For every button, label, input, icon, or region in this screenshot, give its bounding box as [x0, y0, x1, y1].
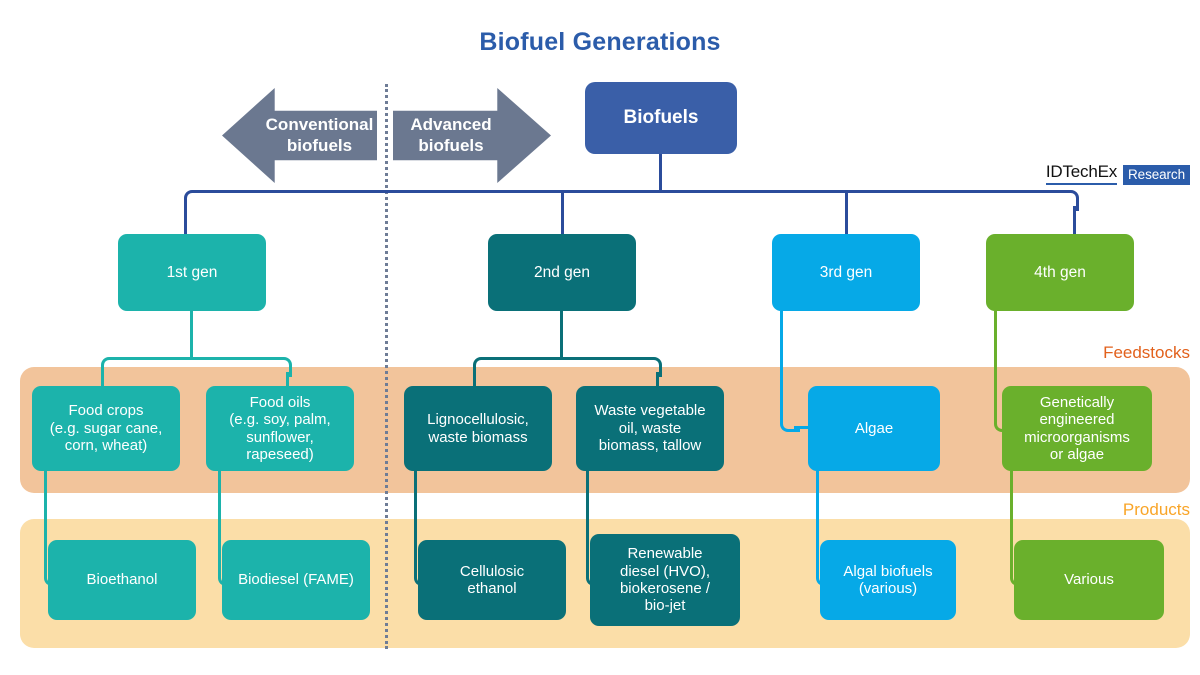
feedstock-node-waste-veg-oil[interactable]: Waste vegetable oil, waste biomass, tall…	[576, 386, 724, 471]
idtechex-research-chip: Research	[1123, 165, 1190, 185]
generation-node-4th[interactable]: 4th gen	[986, 234, 1134, 311]
product-drop-renewable-diesel	[586, 471, 589, 568]
generation-label-1st: 1st gen	[166, 263, 218, 281]
feedstock-label-food-oils: Food oils (e.g. soy, palm, sunflower, ra…	[229, 393, 331, 463]
generation-label-3rd: 3rd gen	[819, 263, 873, 281]
gen3-drop-line	[845, 192, 848, 235]
feedstock-label-food-crops: Food crops (e.g. sugar cane, corn, wheat…	[49, 402, 163, 455]
product-label-various: Various	[1064, 571, 1114, 589]
gen4-drop-line	[1073, 206, 1076, 235]
product-node-bioethanol[interactable]: Bioethanol	[48, 540, 196, 620]
generation-label-4th: 4th gen	[1034, 263, 1086, 281]
conventional-advanced-divider	[385, 84, 388, 649]
gen2-drop-line	[561, 192, 564, 235]
feedstock-node-food-oils[interactable]: Food oils (e.g. soy, palm, sunflower, ra…	[206, 386, 354, 471]
root-stem-line	[659, 154, 662, 192]
conventional-biofuels-arrow: Conventional biofuels	[222, 88, 377, 183]
page-title: Biofuel Generations	[479, 28, 721, 56]
feedstocks-band-label: Feedstocks	[1103, 343, 1190, 362]
idtechex-wordmark: IDTechEx	[1045, 162, 1117, 185]
product-label-bioethanol: Bioethanol	[86, 571, 158, 589]
feedstock-label-lignocellulosic: Lignocellulosic, waste biomass	[427, 411, 529, 446]
gen1-split-stem	[190, 311, 193, 359]
gen4-feedstock-drop	[994, 311, 997, 414]
feedstock-node-gmo[interactable]: Genetically engineered microorganisms or…	[1002, 386, 1152, 471]
product-label-cellulosic-ethanol: Cellulosic ethanol	[459, 562, 525, 597]
gen2-feedstock2-drop	[656, 372, 659, 386]
product-label-algal-biofuels: Algal biofuels (various)	[843, 562, 933, 597]
feedstock-node-algae[interactable]: Algae	[808, 386, 940, 471]
bus-right-elbow	[1058, 190, 1079, 211]
product-label-renewable-diesel: Renewable diesel (HVO), biokerosene / bi…	[619, 545, 711, 615]
gen1-split-right-elbow	[272, 357, 292, 377]
generation-node-1st[interactable]: 1st gen	[118, 234, 266, 311]
idtechex-logo: IDTechEx Research	[1045, 162, 1190, 185]
product-drop-biodiesel	[218, 471, 221, 568]
product-node-renewable-diesel[interactable]: Renewable diesel (HVO), biokerosene / bi…	[590, 534, 740, 626]
product-node-cellulosic-ethanol[interactable]: Cellulosic ethanol	[418, 540, 566, 620]
feedstock-label-algae: Algae	[854, 419, 894, 437]
product-drop-various	[1010, 471, 1013, 568]
advanced-biofuels-label: Advanced biofuels	[410, 115, 492, 155]
gen1-split-left-elbow	[101, 357, 121, 377]
generation-label-2nd: 2nd gen	[533, 263, 591, 281]
biofuels-root-node[interactable]: Biofuels	[585, 82, 737, 154]
gen2-split-stem	[560, 311, 563, 359]
product-drop-cellulosic	[414, 471, 417, 568]
gen1-feedstock1-drop	[101, 372, 104, 386]
products-band-label: Products	[1122, 500, 1190, 519]
gen1-split-bar	[115, 357, 275, 360]
feedstock-node-food-crops[interactable]: Food crops (e.g. sugar cane, corn, wheat…	[32, 386, 180, 471]
feedstock-label-gmo: Genetically engineered microorganisms or…	[1024, 393, 1130, 463]
feedstock-node-lignocellulosic[interactable]: Lignocellulosic, waste biomass	[404, 386, 552, 471]
advanced-biofuels-arrow: Advanced biofuels	[393, 88, 551, 183]
product-node-biodiesel[interactable]: Biodiesel (FAME)	[222, 540, 370, 620]
biofuels-root-label: Biofuels	[623, 106, 699, 128]
gen3-feedstock-elbow	[780, 412, 800, 432]
bus-left-elbow	[184, 190, 205, 211]
product-label-biodiesel: Biodiesel (FAME)	[238, 571, 354, 589]
gen2-split-right-elbow	[642, 357, 662, 377]
gen1-feedstock2-drop	[286, 372, 289, 386]
gen2-split-left-elbow	[473, 357, 493, 377]
generation-node-2nd[interactable]: 2nd gen	[488, 234, 636, 311]
conventional-biofuels-label: Conventional biofuels	[265, 115, 374, 155]
product-drop-bioethanol	[44, 471, 47, 568]
gen2-feedstock1-drop	[473, 372, 476, 386]
gen2-split-bar	[487, 357, 645, 360]
gen1-drop-line	[184, 206, 187, 235]
product-node-algal-biofuels[interactable]: Algal biofuels (various)	[820, 540, 956, 620]
gen3-feedstock-join	[794, 426, 810, 429]
feedstock-label-waste-veg-oil: Waste vegetable oil, waste biomass, tall…	[594, 402, 706, 455]
product-node-various[interactable]: Various	[1014, 540, 1164, 620]
gen3-feedstock-drop	[780, 311, 783, 414]
product-drop-algal	[816, 471, 819, 568]
generation-bus-line	[199, 190, 1061, 193]
generation-node-3rd[interactable]: 3rd gen	[772, 234, 920, 311]
